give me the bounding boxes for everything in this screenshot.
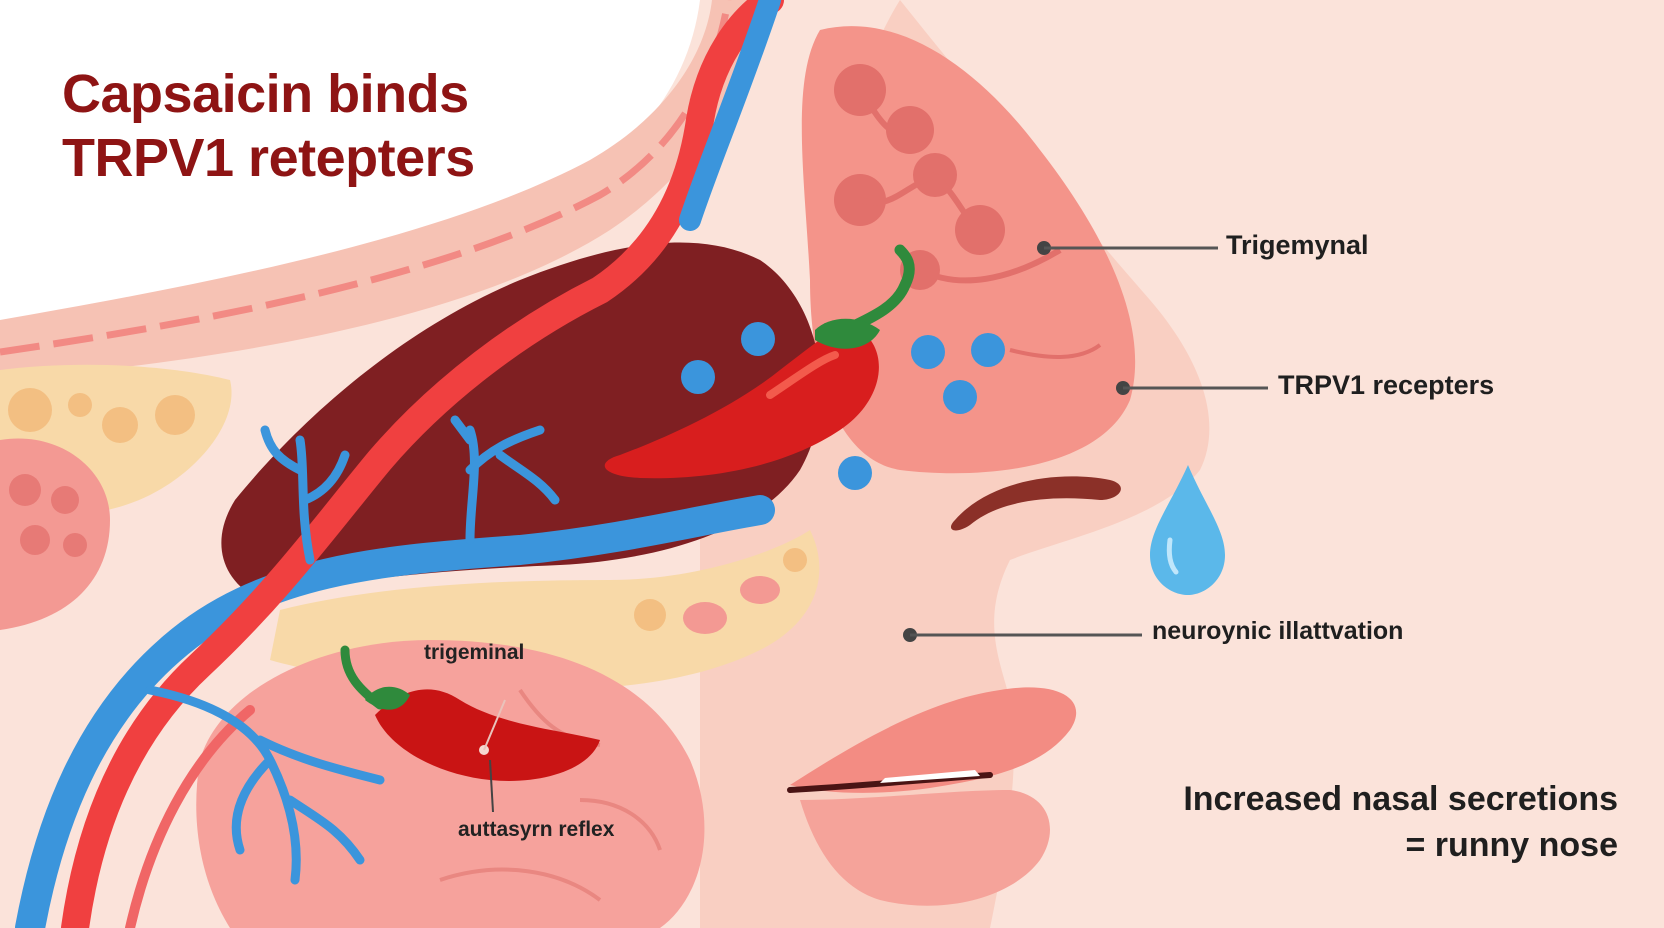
fat-globule (683, 602, 727, 634)
capsaicin-particle (838, 456, 872, 490)
nasal-cavity (221, 242, 821, 600)
gland-cell (9, 474, 41, 506)
capsaicin-particle (681, 360, 715, 394)
gland-cell (20, 525, 50, 555)
receptor-cell (886, 106, 934, 154)
capsaicin-particle (971, 333, 1005, 367)
label-trpv1-receptors: TRPV1 recepters (1278, 370, 1495, 400)
pepper-highlight (766, 351, 839, 399)
small-pepper-cap (365, 686, 410, 710)
fat-globule (634, 599, 666, 631)
leader-line-trigeminal (483, 699, 506, 751)
nerve-branch (260, 415, 560, 565)
label-trigemynal: Trigemynal (1226, 230, 1369, 260)
droplet-shine (1166, 537, 1179, 575)
chili-pepper-small (375, 689, 600, 781)
capsaicin-particle (943, 380, 977, 414)
nostril (950, 476, 1121, 531)
title-line-2: TRPV1 retepters (62, 128, 475, 188)
artery-inner (125, 705, 255, 928)
capsaicin-particle (741, 322, 775, 356)
upper-lip (790, 687, 1077, 793)
title-line-1: Capsaicin binds (62, 64, 469, 124)
outcome-line-2: = runny nose (1405, 826, 1618, 864)
oral-chamber (196, 640, 705, 928)
label-trigeminal-inner: trigeminal (424, 641, 525, 664)
fat-globule (102, 407, 138, 443)
artery-vessel (61, 0, 784, 928)
pepper-cap (815, 318, 880, 349)
fat-globule (155, 395, 195, 435)
fat-globule (783, 548, 807, 572)
nerve-branch-lower (145, 685, 385, 885)
outcome-line-1: Increased nasal secretions (1183, 780, 1618, 818)
label-neuroynic: neuroynic illattvation (1152, 617, 1404, 645)
outcome-text: Increased nasal secretions = runny nose (1128, 776, 1618, 868)
fat-globule (68, 393, 92, 417)
outer-skin-band (0, 0, 760, 380)
nerve-fiber (857, 88, 1062, 284)
diagram-title: Capsaicin binds TRPV1 retepters (62, 62, 475, 190)
fat-globule (740, 576, 780, 604)
gland-cell (51, 486, 79, 514)
mucosa-fold (1009, 343, 1102, 359)
label-reflex: auttasyrn reflex (458, 818, 615, 841)
fat-globule (8, 388, 52, 432)
gland-cell (63, 533, 87, 557)
leader-line-reflex (489, 759, 494, 813)
teeth (880, 770, 980, 783)
vein-upper (679, 0, 781, 231)
vein-vessel (15, 495, 775, 928)
capsaicin-particle (911, 335, 945, 369)
lower-lip (800, 790, 1050, 906)
